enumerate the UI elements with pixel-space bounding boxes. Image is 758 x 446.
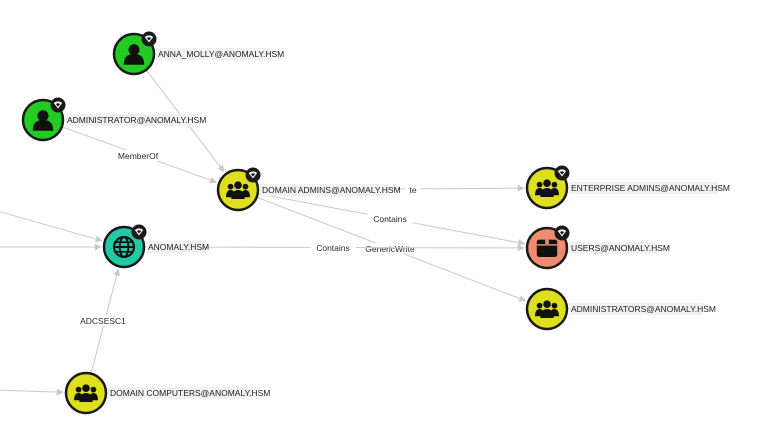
- node-label-background: [65, 114, 194, 126]
- edge-label-background: [80, 315, 126, 326]
- edge-label[interactable]: te: [409, 185, 416, 195]
- edge-label-background: [310, 242, 356, 253]
- edge-label-background: [405, 184, 421, 195]
- edge-label-background: [115, 150, 161, 161]
- node-label[interactable]: DOMAIN ADMINS@ANOMALY.HSM: [262, 185, 401, 195]
- group-icon: [226, 181, 250, 199]
- badge-icon: [141, 31, 157, 47]
- edge-label-background: [367, 213, 413, 224]
- graph-edge[interactable]: Contains: [144, 242, 525, 253]
- graph-edge[interactable]: GenericWrite: [257, 197, 527, 302]
- graph-node-users[interactable]: USERS@ANOMALY.HSM: [525, 225, 670, 270]
- edge-label[interactable]: ADCSESC1: [80, 316, 126, 326]
- node-label[interactable]: ADMINISTRATORS@ANOMALY.HSM: [571, 304, 716, 314]
- container-icon: [536, 239, 558, 257]
- node-label[interactable]: ADMINISTRATOR@ANOMALY.HSM: [67, 115, 206, 125]
- node-label-background: [569, 242, 658, 254]
- group-icon: [74, 384, 98, 402]
- graph-edge[interactable]: ADCSESC1: [80, 268, 126, 373]
- graph-edge[interactable]: [0, 210, 103, 243]
- node-label-background: [569, 182, 718, 194]
- node-label[interactable]: ENTERPRISE ADMINS@ANOMALY.HSM: [571, 183, 730, 193]
- graph-node-enterprise-admins[interactable]: ENTERPRISE ADMINS@ANOMALY.HSM: [525, 165, 730, 210]
- edge-label[interactable]: Contains: [373, 214, 407, 224]
- edge-label[interactable]: GenericWrite: [365, 244, 415, 254]
- graph-node-anna[interactable]: ANNA_MOLLY@ANOMALY.HSM: [112, 31, 284, 76]
- badge-icon: [554, 165, 570, 181]
- graph-node-domain-admins[interactable]: DOMAIN ADMINS@ANOMALY.HSM: [216, 167, 401, 212]
- graph-edge[interactable]: MemberOf: [62, 126, 218, 184]
- badge-icon: [50, 97, 66, 113]
- node-label-background: [146, 241, 205, 253]
- node-label[interactable]: ANOMALY.HSM: [148, 242, 209, 252]
- graph-edge[interactable]: Contains: [258, 193, 526, 247]
- graph-node-domain-computers[interactable]: DOMAIN COMPUTERS@ANOMALY.HSM: [64, 371, 270, 415]
- node-label-background: [569, 303, 703, 315]
- group-icon: [535, 179, 559, 197]
- badge-icon: [131, 224, 147, 240]
- graph-node-administrator[interactable]: ADMINISTRATOR@ANOMALY.HSM: [21, 97, 206, 142]
- graph-node-administrators[interactable]: ADMINISTRATORS@ANOMALY.HSM: [525, 287, 716, 331]
- edge-label[interactable]: Contains: [316, 243, 350, 253]
- graph-node-anomaly[interactable]: ANOMALY.HSM: [102, 224, 209, 269]
- badge-icon: [245, 167, 261, 183]
- node-label[interactable]: DOMAIN COMPUTERS@ANOMALY.HSM: [110, 388, 270, 398]
- badge-icon: [554, 225, 570, 241]
- node-label-background: [156, 48, 270, 60]
- edge-label-background: [357, 243, 423, 254]
- graph-edge[interactable]: [0, 388, 64, 396]
- node-label[interactable]: ANNA_MOLLY@ANOMALY.HSM: [158, 49, 284, 59]
- edge-label[interactable]: MemberOf: [118, 151, 159, 161]
- node-label-background: [260, 184, 389, 196]
- edge-line[interactable]: [0, 388, 64, 396]
- node-label-background: [108, 387, 252, 399]
- group-icon: [535, 300, 559, 318]
- node-label[interactable]: USERS@ANOMALY.HSM: [571, 243, 670, 253]
- edge-line[interactable]: [0, 210, 103, 243]
